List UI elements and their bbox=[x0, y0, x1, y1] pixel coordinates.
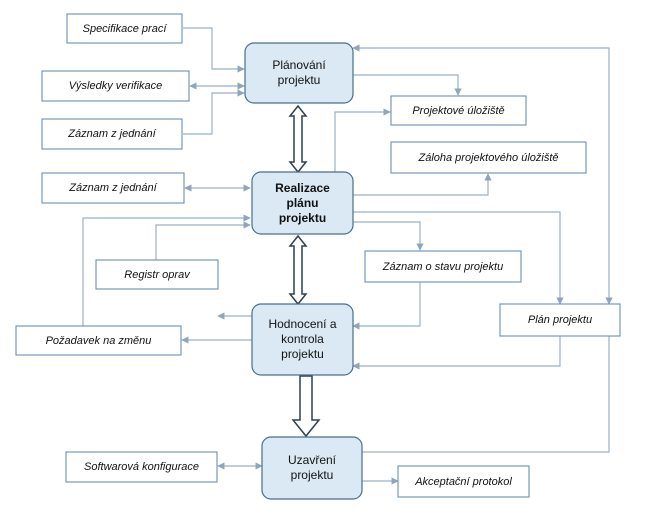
phase-label-planovani-line1: Plánování bbox=[272, 58, 326, 72]
doc-box-uloziste[interactable] bbox=[390, 95, 527, 126]
doc-box-softwarova[interactable] bbox=[65, 451, 218, 483]
edge-realizace-zaloha bbox=[353, 173, 492, 196]
phase-label-hodnoceni-line2: kontrola bbox=[281, 332, 324, 346]
doc-box-plan[interactable] bbox=[499, 303, 621, 337]
edge-planovani-plan bbox=[352, 44, 613, 305]
phase-box-realizace[interactable] bbox=[251, 171, 354, 235]
phase-label-planovani: Plánování projektu bbox=[245, 43, 353, 103]
doc-box-zaznam1[interactable] bbox=[41, 118, 183, 150]
doc-label-vysledky: Výsledky verifikace bbox=[68, 80, 163, 92]
doc-label-specifikace: Specifikace prací bbox=[82, 22, 167, 35]
doc-box-vysledky[interactable] bbox=[41, 70, 190, 102]
phase-label-realizace-line3: projektu bbox=[278, 210, 327, 225]
doc-box-zaznam2[interactable] bbox=[41, 172, 185, 204]
doc-box-specifikace[interactable] bbox=[66, 13, 183, 44]
phase-box-hodnoceni[interactable] bbox=[251, 303, 354, 376]
phase-label-hodnoceni-line3: projektu bbox=[281, 347, 324, 361]
edge-plan-hodnoceni bbox=[352, 336, 561, 370]
doc-box-zaloha[interactable] bbox=[390, 141, 587, 174]
phase-label-realizace-line1: Realizace bbox=[275, 180, 330, 195]
doc-label-zaloha: Záloha projektového úložiště bbox=[418, 151, 559, 164]
doc-box-pozadavek[interactable] bbox=[15, 325, 182, 356]
phase-box-planovani[interactable] bbox=[244, 42, 354, 104]
block-arrow-hodnoceni-uzavreni bbox=[291, 375, 321, 438]
doc-label-uloziste: Projektové úložiště bbox=[412, 104, 505, 117]
doc-label-akceptacni: Akceptační protokol bbox=[415, 475, 512, 488]
phase-label-uzavreni-line2: projektu bbox=[290, 468, 334, 482]
doc-label-zaznam2: Záznam z jednání bbox=[69, 182, 157, 194]
doc-label-registr: Registr oprav bbox=[124, 268, 190, 281]
edge-zaznam1-planovani bbox=[183, 89, 245, 135]
edge-specifikace-planovani bbox=[183, 27, 245, 73]
phase-label-uzavreni-line1: Uzavření bbox=[287, 453, 337, 467]
document-boxes bbox=[15, 13, 621, 498]
phase-label-realizace: Realizace plánu projektu bbox=[252, 172, 353, 234]
block-arrow-realizace-hodnoceni bbox=[288, 234, 308, 306]
doc-label-pozadavek: Požadavek na změnu bbox=[45, 334, 152, 347]
doc-label-plan: Plán projektu bbox=[527, 314, 593, 326]
phase-label-hodnoceni: Hodnocení a kontrola projektu bbox=[252, 304, 353, 375]
doc-label-softwarova: Softwarová konfigurace bbox=[84, 461, 199, 473]
connectors bbox=[82, 27, 613, 485]
phase-label-realizace-line2: plánu bbox=[286, 195, 319, 210]
doc-box-registr[interactable] bbox=[95, 259, 219, 290]
edge-registr-realizace bbox=[155, 221, 251, 260]
edge-planovani-uloziste bbox=[353, 74, 462, 96]
phase-box-uzavreni[interactable] bbox=[261, 436, 363, 500]
doc-label-stav: Záznam o stavu projektu bbox=[382, 260, 504, 273]
edge-plan-uzavreni bbox=[352, 336, 610, 456]
edge-realizace-stav bbox=[353, 221, 424, 251]
phase-label-planovani-line2: projektu bbox=[277, 73, 321, 87]
block-arrows bbox=[288, 104, 321, 438]
doc-box-stav[interactable] bbox=[364, 250, 522, 283]
block-arrow-planovani-realizace bbox=[288, 104, 308, 174]
edge-realizace-uloziste bbox=[334, 108, 391, 172]
doc-label-zaznam1: Záznam z jednání bbox=[68, 128, 156, 140]
edge-stav-hodnoceni bbox=[352, 282, 421, 330]
phase-boxes bbox=[244, 42, 363, 500]
phase-label-hodnoceni-line1: Hodnocení a bbox=[268, 317, 337, 331]
doc-box-akceptacni[interactable] bbox=[397, 465, 530, 498]
phase-label-uzavreni: Uzavření projektu bbox=[262, 437, 362, 499]
edge-pozadavek-realizace bbox=[82, 214, 251, 326]
